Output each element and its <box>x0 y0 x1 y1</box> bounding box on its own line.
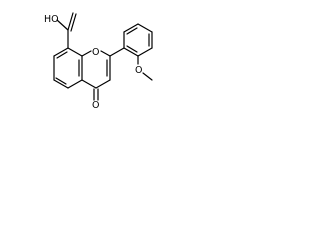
bond <box>67 79 83 89</box>
carbonyl-group <box>93 88 99 101</box>
bond <box>67 47 83 57</box>
bond <box>123 23 139 33</box>
hydroxyl-label: HO <box>44 14 59 25</box>
bond <box>137 23 153 33</box>
benzo-ring <box>53 47 83 89</box>
bond <box>95 79 111 89</box>
bond <box>81 79 97 89</box>
bond-inner <box>55 77 67 85</box>
bond <box>137 47 153 57</box>
methoxy-oxygen-label: O <box>135 65 142 76</box>
bond <box>81 50 92 57</box>
bond <box>142 72 153 81</box>
carboxylic-acid-group <box>56 12 77 49</box>
bond <box>109 47 125 57</box>
bond <box>53 47 69 57</box>
bond-inner <box>126 45 138 53</box>
bond <box>53 79 69 89</box>
bond <box>100 50 111 57</box>
carboxyl-c-oh-bond <box>56 19 69 31</box>
carboxyl-c-o-double-bond-2 <box>70 13 77 32</box>
carboxyl-c-o-double-bond <box>67 12 74 31</box>
bond <box>123 47 139 57</box>
methoxy-group <box>137 55 153 81</box>
ring-oxygen-label: O <box>92 47 99 58</box>
pyranone-ring <box>81 50 111 89</box>
bond-inner <box>126 27 138 35</box>
methoxyphenyl-ring <box>109 23 153 57</box>
bond-inner <box>56 51 68 59</box>
carbonyl-oxygen-label: O <box>92 100 99 111</box>
chemical-structure-diagram: HO O O O <box>44 12 153 111</box>
